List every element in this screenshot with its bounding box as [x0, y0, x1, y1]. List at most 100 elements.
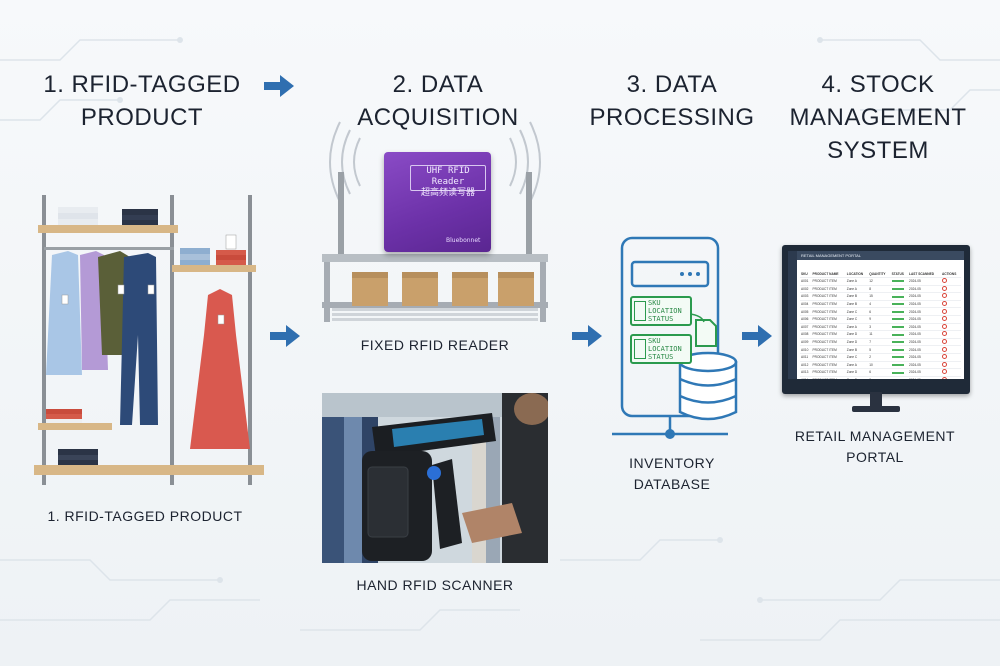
- action-cell: [941, 352, 961, 362]
- action-cell: [941, 277, 961, 286]
- status-bar: [890, 284, 909, 293]
- database-record-card: SKU LOCATION STATUS: [630, 296, 692, 326]
- table-cell: 8: [868, 284, 891, 293]
- rfid-reader-icon: [322, 121, 548, 322]
- portal-header: RETAIL MANAGEMENT PORTAL: [797, 251, 964, 260]
- table-cell: 8: [868, 375, 891, 379]
- table-cell: PRODUCT ITEM: [811, 345, 846, 354]
- table-cell: Zone D: [845, 337, 869, 346]
- status-indicator: [891, 280, 904, 283]
- table-cell: 10: [868, 360, 891, 369]
- table-cell: PRODUCT ITEM: [811, 375, 846, 379]
- right-arrow-icon: [572, 325, 602, 347]
- right-arrow-icon: [270, 325, 300, 347]
- delete-icon[interactable]: [942, 301, 947, 307]
- delete-icon[interactable]: [942, 316, 947, 322]
- status-indicator: [891, 356, 904, 359]
- card-line: STATUS: [648, 353, 674, 361]
- step-1-title: 1. RFID-TAGGED PRODUCT: [43, 71, 241, 131]
- delete-icon[interactable]: [942, 308, 947, 314]
- table-cell: Zone A: [845, 277, 869, 286]
- hand-scanner-caption: HAND RFID SCANNER: [356, 577, 514, 593]
- table-cell: PRODUCT ITEM: [811, 284, 846, 293]
- database-server-icon: [612, 236, 738, 439]
- table-cell: Zone A: [845, 284, 869, 293]
- status-bar: [890, 292, 909, 301]
- status-bar: [890, 345, 909, 354]
- card-line: LOCATION: [648, 307, 682, 315]
- table-cell: 15: [868, 292, 891, 301]
- status-bar: [890, 314, 909, 324]
- table-cell: 2024-05: [908, 368, 941, 377]
- delete-icon[interactable]: [942, 346, 947, 352]
- delete-icon[interactable]: [942, 278, 947, 284]
- delete-icon[interactable]: [942, 339, 947, 345]
- step-4-title: 4. STOCK MANAGEMENT SYSTEM: [789, 71, 967, 164]
- action-cell: [941, 299, 961, 308]
- delete-icon[interactable]: [942, 323, 947, 329]
- monitor-stand: [852, 392, 900, 412]
- portal-column-header: LAST SCANNED: [909, 272, 935, 276]
- reader-brand: Bluebonnet: [446, 237, 481, 244]
- status-indicator: [891, 318, 904, 321]
- table-cell: 2024-05: [908, 360, 941, 369]
- table-cell: 2024-05: [908, 337, 941, 346]
- table-cell: Zone B: [845, 292, 869, 301]
- product-caption: 1. RFID-TAGGED PRODUCT: [47, 508, 243, 524]
- action-cell: [941, 360, 961, 369]
- delete-icon[interactable]: [942, 354, 947, 360]
- table-cell: PRODUCT ITEM: [811, 337, 846, 346]
- table-cell: A006: [800, 314, 812, 324]
- delete-icon[interactable]: [942, 285, 947, 291]
- table-cell: A013: [800, 368, 812, 377]
- status-bar: [890, 368, 909, 377]
- table-cell: 2024-05: [908, 292, 941, 301]
- status-bar: [890, 375, 909, 379]
- table-cell: A005: [800, 307, 812, 316]
- database-caption: INVENTORY DATABASE: [629, 455, 715, 492]
- status-indicator: [891, 288, 904, 291]
- delete-icon[interactable]: [942, 331, 947, 337]
- database-record-card: SKU LOCATION STATUS: [630, 334, 692, 364]
- action-cell: [941, 292, 961, 301]
- table-cell: PRODUCT ITEM: [811, 322, 846, 331]
- status-bar: [890, 330, 909, 339]
- status-indicator: [891, 363, 904, 366]
- rfid-reader-device: [384, 152, 491, 252]
- portal-sidebar: [788, 251, 797, 379]
- table-cell: 2024-05: [908, 322, 941, 331]
- table-cell: 2024-05: [908, 314, 941, 324]
- table-cell: 3: [868, 322, 891, 331]
- delete-icon[interactable]: [942, 293, 947, 299]
- status-indicator: [891, 341, 904, 344]
- delete-icon[interactable]: [942, 361, 947, 367]
- step-3-title: 3. DATA PROCESSING: [589, 71, 755, 131]
- portal-column-header: LOCATION: [846, 272, 864, 276]
- delete-icon[interactable]: [942, 369, 947, 375]
- portal-caption: RETAIL MANAGEMENT PORTAL: [794, 428, 956, 465]
- portal-column-header: QUANTITY: [869, 272, 886, 276]
- action-cell: [941, 330, 961, 339]
- delete-icon[interactable]: [942, 377, 947, 379]
- card-line: SKU: [648, 299, 661, 307]
- table-cell: A001: [800, 277, 812, 286]
- document-icon: [675, 312, 717, 347]
- table-cell: 2024-05: [908, 299, 941, 308]
- clothes-rack-icon: [34, 195, 264, 485]
